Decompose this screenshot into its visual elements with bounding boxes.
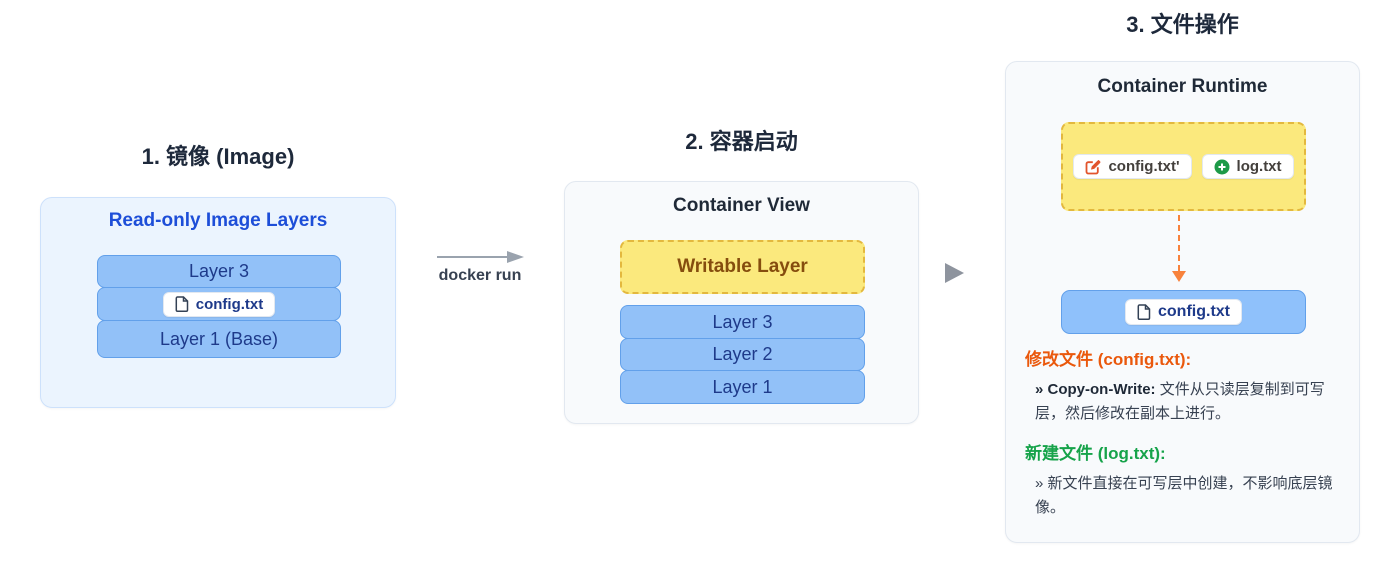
image-layer-base-label: Layer 1 (Base) [159,328,279,349]
container-layer-2: Layer 2 [620,338,865,371]
image-layer-stack: Layer 3 config.txt Layer 1 (Base) [97,255,341,358]
image-layer-3: Layer 3 [97,255,341,288]
runtime-writable-layer-box: config.txt' log.txt [1061,122,1306,211]
document-icon [1137,304,1151,320]
container-layer-3: Layer 3 [620,305,865,339]
container-view-card: Container View Writable Layer Layer 3 La… [564,181,919,424]
image-layer-3-label: Layer 3 [188,261,250,281]
copy-on-write-body: 文件从只读层复制到可写层，然后修改在副本上进行。 [1035,381,1325,422]
writable-layer-box: Writable Layer [620,240,865,294]
new-log-badge: log.txt [1201,154,1294,179]
new-log-badge-label: log.txt [1236,158,1282,175]
config-file-badge-label: config.txt [195,295,264,313]
writable-layer-label: Writable Layer [677,256,808,277]
modified-config-badge: config.txt' [1073,154,1192,179]
dashed-arrowhead-icon [1172,271,1186,282]
copy-on-write-lead: » Copy-on-Write: [1035,381,1156,398]
arrow-right-icon [437,249,525,265]
readonly-config-badge-label: config.txt [1158,303,1230,320]
image-layer-2: config.txt [97,287,341,321]
create-file-heading: 新建文件 (log.txt): [1025,444,1166,463]
section2-title: 2. 容器启动 [685,129,798,154]
container-view-heading: Container View [673,195,810,216]
modified-config-badge-label: config.txt' [1108,158,1180,175]
section3-title: 3. 文件操作 [1126,12,1239,37]
document-icon [175,296,189,312]
container-layer-2-label: Layer 2 [712,344,773,364]
play-icon [945,263,964,283]
modify-file-heading: 修改文件 (config.txt): [1025,350,1192,369]
container-runtime-heading: Container Runtime [1097,76,1268,97]
container-layer-3-label: Layer 3 [712,311,773,332]
docker-run-arrow [437,249,525,270]
image-layer-base: Layer 1 (Base) [97,320,341,358]
config-file-badge: config.txt [162,291,276,317]
edit-icon [1085,159,1101,175]
container-layer-stack: Layer 3 Layer 2 Layer 1 [620,305,865,404]
image-layers-heading: Read-only Image Layers [108,210,328,231]
readonly-config-box: config.txt [1061,290,1306,334]
container-layer-1: Layer 1 [620,370,865,404]
docker-run-label: docker run [438,267,522,284]
container-layer-1-label: Layer 1 [712,376,773,397]
copy-on-write-dashed-arrow [1178,215,1180,271]
modify-file-note: » Copy-on-Write: 文件从只读层复制到可写层，然后修改在副本上进行… [1035,378,1347,426]
readonly-config-badge: config.txt [1125,299,1242,325]
section1-title: 1. 镜像 (Image) [141,144,295,169]
container-runtime-card: Container Runtime config.txt' log.txt co… [1005,61,1360,543]
image-layers-card: Read-only Image Layers Layer 3 config.tx… [40,197,396,408]
plus-circle-icon [1214,159,1230,175]
create-file-note: » 新文件直接在可写层中创建，不影响底层镜像。 [1035,475,1333,516]
